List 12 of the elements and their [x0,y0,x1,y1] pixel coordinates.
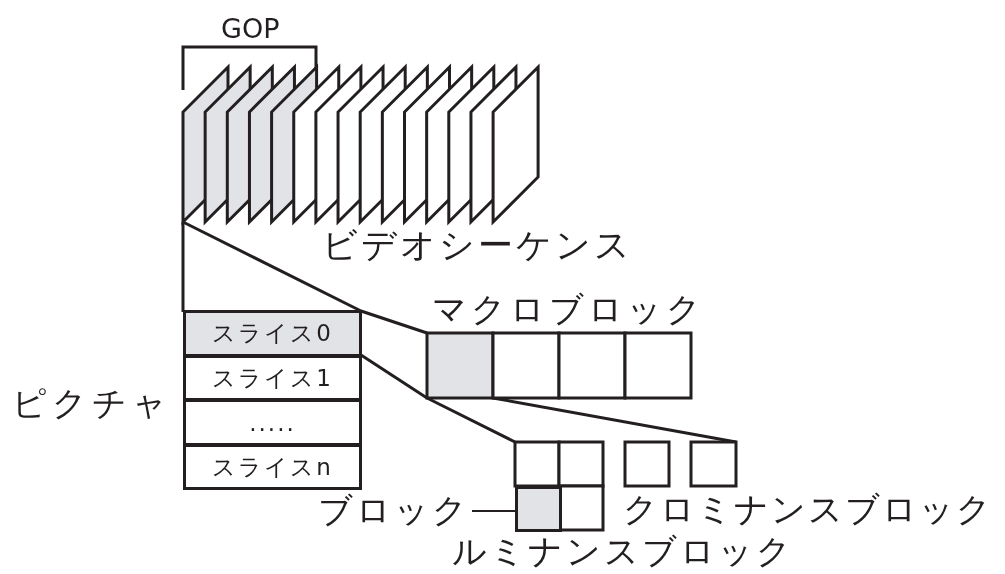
luminance-block [515,486,562,532]
sequence-label: ビデオシーケンス [322,228,633,263]
picture-label: ピクチャ [12,386,172,420]
gop-label: GOP [221,15,280,42]
slice-box: スライス0 [183,310,362,357]
chrominance-label: クロミナンスブロック [623,492,993,526]
slice-box: スライスn [183,444,362,490]
luminance-label: ルミナンスブロック [452,534,794,568]
macroblock-label: マクロブロック [432,292,705,326]
slice-box: スライス1 [183,355,362,401]
slice-box: ..... [183,399,362,446]
block-label: ブロック [318,491,470,531]
